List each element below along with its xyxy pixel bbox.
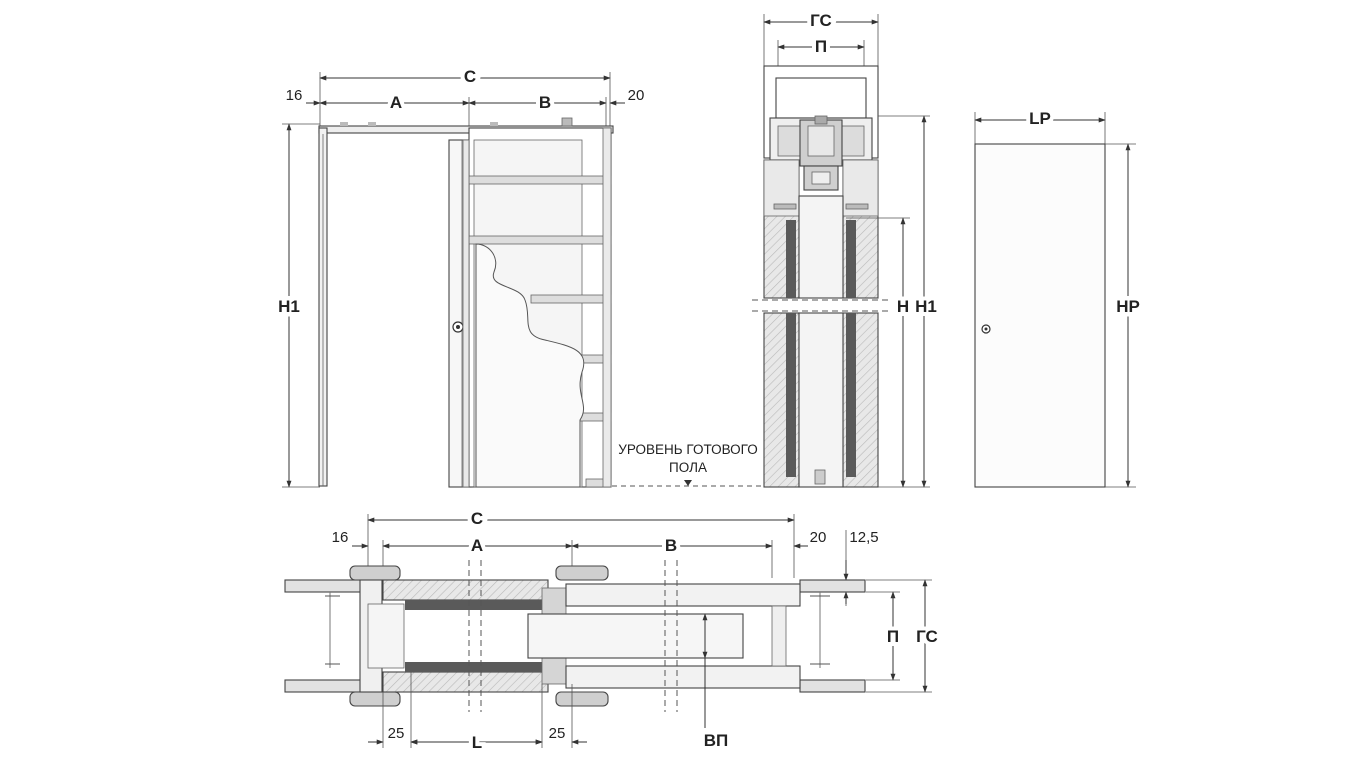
plan-dim-16-label: 16 (332, 529, 349, 546)
vertical-section: ГС П (752, 7, 941, 488)
plan-dim-p-label: П (887, 627, 899, 646)
plan-dim-20-label: 20 (810, 529, 827, 546)
front-dim-16-label: 16 (286, 87, 303, 104)
plan-dim-a-label: A (471, 536, 483, 555)
plan-door-leaf (527, 613, 744, 659)
door-leaf (974, 143, 1106, 488)
front-dim-h1-label: H1 (278, 297, 300, 316)
floor-level-marker-icon (684, 480, 692, 486)
section-dim-p-label: П (815, 37, 827, 56)
front-elevation: C A B 16 20 H1 (274, 63, 765, 488)
front-dim-20-label: 20 (628, 87, 645, 104)
plan-dim-25-left-label: 25 (388, 725, 405, 742)
door-dim-hp-label: HP (1116, 297, 1140, 316)
section-dim-h-label: H (897, 297, 909, 316)
section-dim-h1-label: H1 (915, 297, 937, 316)
plan-view: C A B 16 20 12,5 (284, 505, 942, 756)
plan-dim-gs-label: ГС (916, 627, 938, 646)
door-leaf-view: LP HP (974, 105, 1144, 488)
floor-level-note-line2: ПОЛА (669, 460, 707, 475)
plan-dim-c-label: C (471, 509, 483, 528)
front-dim-a-label: A (390, 93, 402, 112)
front-dim-c-label: C (464, 67, 476, 86)
plan-dim-b-label: B (665, 536, 677, 555)
door-dim-lp-label: LP (1029, 109, 1051, 128)
floor-level-note-line1: УРОВЕНЬ ГОТОВОГО (618, 442, 757, 457)
front-dim-b-label: B (539, 93, 551, 112)
plan-dim-l-label: L (472, 733, 482, 752)
plan-dim-12-5-label: 12,5 (849, 529, 878, 546)
plan-dim-vp-label: ВП (704, 731, 729, 750)
plan-dim-25-right-label: 25 (549, 725, 566, 742)
section-dim-gs-label: ГС (810, 11, 832, 30)
door-in-section (798, 195, 844, 299)
